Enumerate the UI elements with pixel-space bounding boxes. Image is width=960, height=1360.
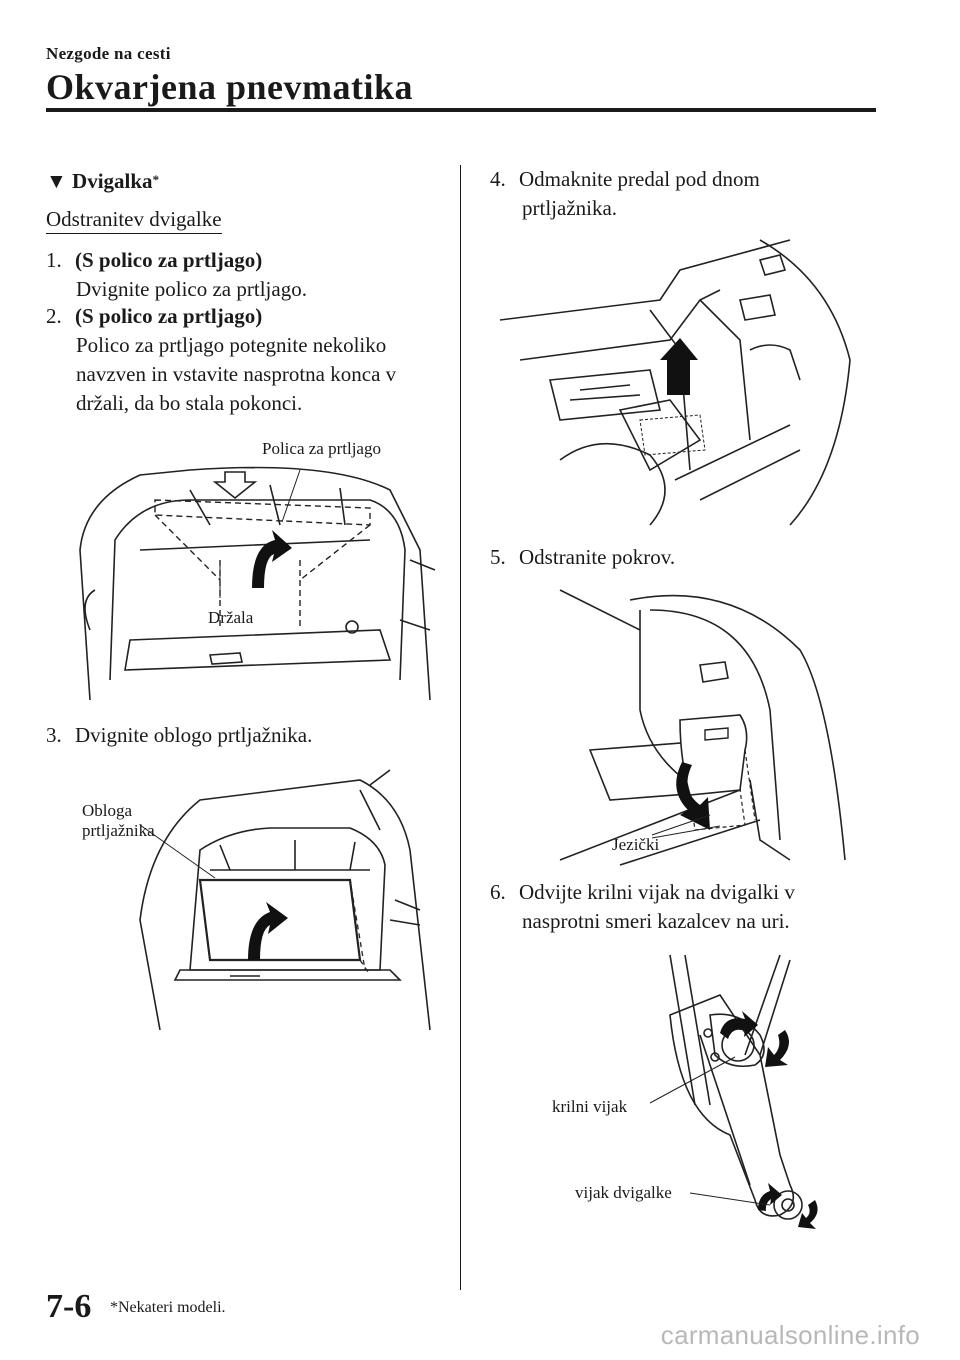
step-1-text: Dvignite polico za prtljago. xyxy=(76,277,307,301)
step-number: 6. xyxy=(490,880,506,904)
tabs-callout: Jezički xyxy=(612,835,660,854)
title-rule xyxy=(46,108,876,112)
jack-heading-text: Dvigalka xyxy=(72,169,153,193)
step-text: Odstranite pokrov. xyxy=(519,545,676,569)
step-bold: (S polico za prtljago) xyxy=(75,304,263,328)
step-2-line: držali, da bo stala pokonci. xyxy=(76,391,303,415)
cover-figure xyxy=(559,589,846,866)
step-2-line: navzven in vstavite nasprotna konca v xyxy=(76,362,397,386)
step-5: 5. Odstranite pokrov. xyxy=(490,543,675,572)
step-3: 3. Dvignite oblogo prtljažnika. xyxy=(46,721,312,750)
watermark: carmanualsonline.info xyxy=(660,1320,920,1350)
step-2: 2. (S polico za prtljago) xyxy=(46,302,262,331)
column-divider xyxy=(460,165,461,1290)
wing-bolt-callout: krilni vijak xyxy=(552,1097,628,1116)
step-number: 2. xyxy=(46,304,62,328)
jack-bolt-figure xyxy=(649,954,818,1229)
step-bold: (S polico za prtljago) xyxy=(75,248,263,272)
step-line: Odvijte krilni vijak na dvigalki v xyxy=(519,880,795,904)
removal-subheading: Odstranitev dvigalke xyxy=(46,205,222,234)
lining-callout-line: Obloga xyxy=(82,801,133,820)
trunk-lining-figure xyxy=(139,769,431,1031)
floor-tray-figure xyxy=(499,239,851,526)
asterisk-sup: * xyxy=(152,172,160,187)
step-number: 3. xyxy=(46,723,62,747)
jack-heading: ▼ Dvigalka* xyxy=(46,167,159,196)
step-number: 1. xyxy=(46,248,62,272)
triangle-marker: ▼ xyxy=(46,169,67,193)
step-6: 6. Odvijte krilni vijak na dvigalki v xyxy=(490,878,795,907)
holders-callout: Držala xyxy=(208,608,254,627)
step-text: Dvignite oblogo prtljažnika. xyxy=(75,723,313,747)
removal-subheading-text: Odstranitev dvigalke xyxy=(46,207,222,234)
footnote: *Nekateri modeli. xyxy=(110,1299,226,1316)
step-number: 5. xyxy=(490,545,506,569)
page-title: Okvarjena pnevmatika xyxy=(46,67,414,107)
lining-callout-line: prtljažnika xyxy=(82,821,155,840)
shelf-callout: Polica za prtljago xyxy=(262,439,381,458)
cargo-shelf-figure xyxy=(79,466,436,701)
step-line: Odmaknite predal pod dnom xyxy=(519,167,760,191)
jack-bolt-callout: vijak dvigalke xyxy=(575,1183,672,1202)
step-6-line: nasprotni smeri kazalcev na uri. xyxy=(522,909,790,933)
step-1: 1. (S polico za prtljago) xyxy=(46,246,446,275)
page-number: 7-6 xyxy=(46,1288,92,1325)
step-number: 4. xyxy=(490,167,506,191)
section-label: Nezgode na cesti xyxy=(46,44,171,63)
step-4: 4. Odmaknite predal pod dnom xyxy=(490,165,760,194)
step-4-line: prtljažnika. xyxy=(522,196,618,220)
step-2-line: Polico za prtljago potegnite nekoliko xyxy=(76,333,387,357)
